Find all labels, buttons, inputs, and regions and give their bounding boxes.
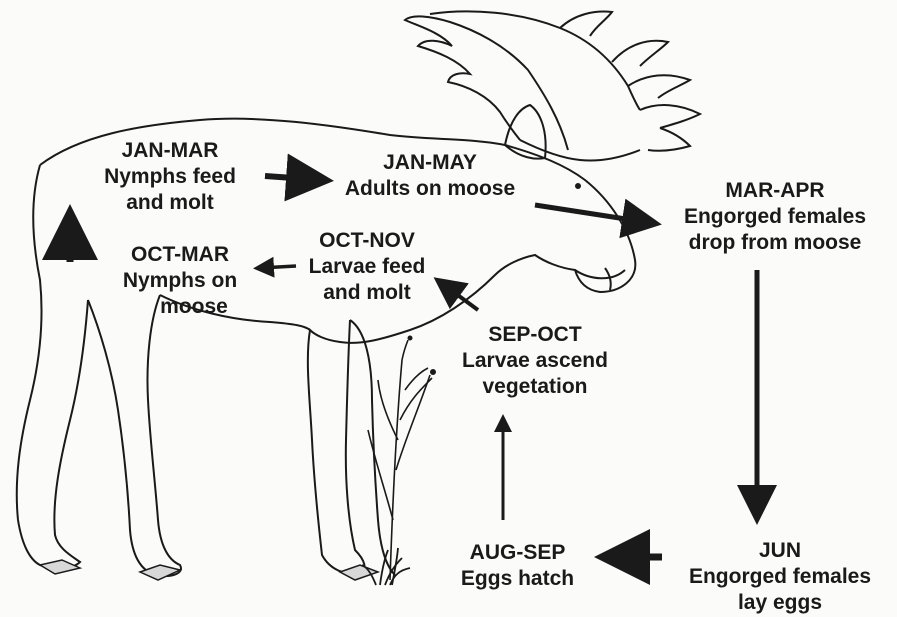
stage-jun: JUN Engorged females lay eggs	[670, 538, 890, 616]
stage-oct-nov-line1: Larvae feed	[292, 254, 442, 280]
stage-mar-apr-line1: Engorged females	[660, 204, 890, 230]
stage-jan-may-line1: Adults on moose	[320, 176, 540, 202]
stage-oct-nov-period: OCT-NOV	[292, 228, 442, 254]
stage-aug-sep-line1: Eggs hatch	[445, 566, 590, 592]
stage-jun-period: JUN	[670, 538, 890, 564]
stage-oct-mar-line2: moose	[105, 294, 255, 320]
stage-sep-oct-line2: vegetation	[450, 374, 620, 400]
arrow-janmar-to-janmay	[265, 176, 322, 180]
stage-sep-oct-period: SEP-OCT	[450, 322, 620, 348]
stage-jan-mar-period: JAN-MAR	[95, 138, 245, 164]
antlers	[405, 11, 700, 160]
stage-jun-line1: Engorged females	[670, 564, 890, 590]
stage-jan-mar-line2: and molt	[95, 190, 245, 216]
stage-oct-mar-period: OCT-MAR	[105, 242, 255, 268]
stage-jan-may: JAN-MAY Adults on moose	[320, 150, 540, 202]
stage-mar-apr-line2: drop from moose	[660, 230, 890, 256]
stage-mar-apr-period: MAR-APR	[660, 178, 890, 204]
stage-oct-mar-line1: Nymphs on	[105, 268, 255, 294]
stage-jun-line2: lay eggs	[670, 590, 890, 616]
moose-rear-legs	[17, 165, 88, 568]
stage-mar-apr: MAR-APR Engorged females drop from moose	[660, 178, 890, 256]
stage-jan-mar: JAN-MAR Nymphs feed and molt	[95, 138, 245, 216]
stage-oct-nov: OCT-NOV Larvae feed and molt	[292, 228, 442, 306]
stage-jan-may-period: JAN-MAY	[320, 150, 540, 176]
grass-tuft-illustration	[362, 548, 410, 585]
stage-sep-oct-line1: Larvae ascend	[450, 348, 620, 374]
stage-aug-sep-period: AUG-SEP	[445, 540, 590, 566]
stage-jan-mar-line1: Nymphs feed	[95, 164, 245, 190]
stage-oct-nov-line2: and molt	[292, 280, 442, 306]
stage-oct-mar: OCT-MAR Nymphs on moose	[105, 242, 255, 320]
arrow-janmay-to-marapr	[535, 205, 652, 223]
eye	[575, 183, 581, 189]
sapling-illustration	[368, 340, 432, 580]
stage-sep-oct: SEP-OCT Larvae ascend vegetation	[450, 322, 620, 400]
arrow-octnov-to-octmar	[260, 266, 296, 268]
stage-aug-sep: AUG-SEP Eggs hatch	[445, 540, 590, 592]
